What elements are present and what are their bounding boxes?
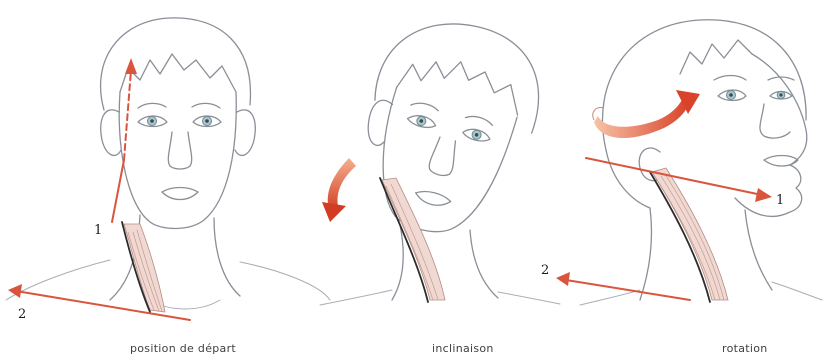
mouth-2 bbox=[414, 193, 451, 209]
panel3-label-1: 1 bbox=[776, 193, 784, 208]
panel2-caption: inclinaison bbox=[432, 342, 494, 355]
upper-lip bbox=[162, 188, 198, 193]
panel-rotation: 1 2 rotation bbox=[541, 20, 822, 355]
skull-outline bbox=[101, 18, 251, 110]
arrow-2-rot-head bbox=[556, 272, 570, 286]
panel-start-position: 1 2 position de départ bbox=[6, 18, 330, 355]
scm-muscle-3 bbox=[652, 168, 728, 300]
right-eyebrow bbox=[192, 103, 220, 108]
right-shoulder bbox=[240, 262, 330, 300]
tilt-arrow-head bbox=[322, 202, 346, 222]
nose-2 bbox=[427, 136, 459, 178]
neck-left-2 bbox=[392, 225, 403, 300]
nose-3 bbox=[760, 104, 790, 138]
neck-right-2 bbox=[470, 230, 498, 298]
scm-muscle-2 bbox=[382, 178, 445, 300]
arrow-1-dashed bbox=[124, 70, 131, 160]
face-outline-2 bbox=[364, 87, 517, 246]
mouth-3 bbox=[764, 156, 798, 167]
panel3-label-2: 2 bbox=[541, 263, 549, 278]
panel1-label-2: 2 bbox=[18, 307, 26, 322]
rotation-arrow-body bbox=[594, 100, 688, 138]
face-outline bbox=[119, 92, 236, 229]
hairline bbox=[120, 54, 236, 92]
right-ear bbox=[235, 110, 255, 156]
nose bbox=[168, 132, 191, 169]
left-ear-2 bbox=[363, 98, 394, 147]
back-head-3 bbox=[606, 150, 650, 208]
arrow-1-head bbox=[125, 58, 137, 74]
skull-outline-2 bbox=[373, 6, 554, 139]
neck-left-3 bbox=[640, 208, 652, 300]
panel1-label-1: 1 bbox=[94, 223, 102, 238]
arrow-2-head bbox=[8, 284, 22, 298]
arrow-2-rot-line bbox=[566, 280, 690, 300]
neck-right bbox=[214, 218, 240, 296]
hairline-3 bbox=[680, 40, 752, 74]
left-ear bbox=[101, 110, 121, 156]
panel1-caption: position de départ bbox=[130, 342, 236, 355]
lower-lip bbox=[162, 192, 198, 200]
left-eyebrow bbox=[138, 103, 166, 108]
left-shoulder bbox=[6, 260, 110, 300]
neck-right-3 bbox=[745, 210, 772, 290]
arrow-1-rot-head bbox=[755, 188, 772, 202]
hairline-2 bbox=[397, 48, 527, 117]
panel-tilt: inclinaison bbox=[320, 6, 560, 355]
arrow-1-solid bbox=[112, 160, 124, 222]
panel3-caption: rotation bbox=[722, 342, 768, 355]
